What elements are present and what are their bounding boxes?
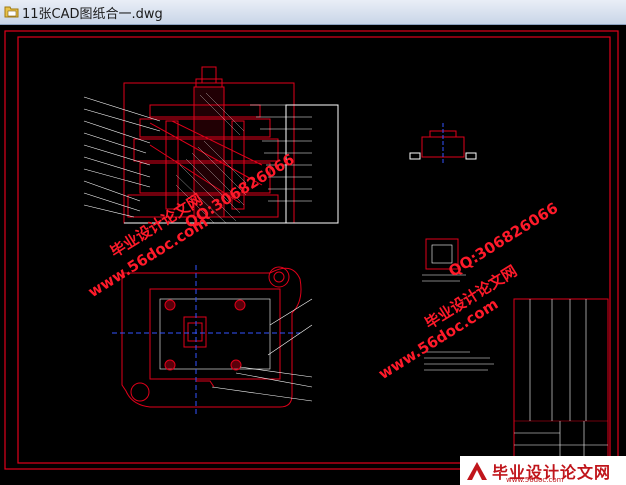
logo-mark-icon [467, 462, 487, 480]
cad-file-icon [4, 6, 19, 18]
detail-view-top [409, 123, 477, 165]
detail-view-middle [422, 238, 466, 282]
leader-lines-left [83, 96, 161, 218]
drawing-canvas[interactable]: 毕业设计论文网 www.56doc.com QQ:306826066 毕业设计论… [0, 25, 626, 485]
logo-text: 毕业设计论文网 [492, 463, 612, 482]
plan-view [112, 265, 302, 417]
outer-frame [4, 30, 619, 470]
leader-lines-right [250, 104, 312, 202]
cad-drawing: 毕业设计论文网 www.56doc.com QQ:306826066 毕业设计论… [4, 30, 619, 470]
inner-frame [17, 36, 611, 464]
leader-lines-plan [211, 298, 313, 402]
window-title: 11张CAD图纸合一.dwg [22, 7, 163, 22]
watermark-group-3: 毕业设计论文网 www.56doc.com [375, 262, 520, 383]
site-logo-banner: 毕业设计论文网 www.56doc.com [460, 456, 626, 485]
title-bar: 11张CAD图纸合一.dwg [0, 0, 626, 25]
parts-list-table [513, 298, 609, 462]
section-hatching [175, 92, 247, 224]
assembly-section-view [123, 66, 339, 224]
logo-url: www.56doc.com [506, 476, 564, 484]
technical-notes [424, 351, 494, 371]
